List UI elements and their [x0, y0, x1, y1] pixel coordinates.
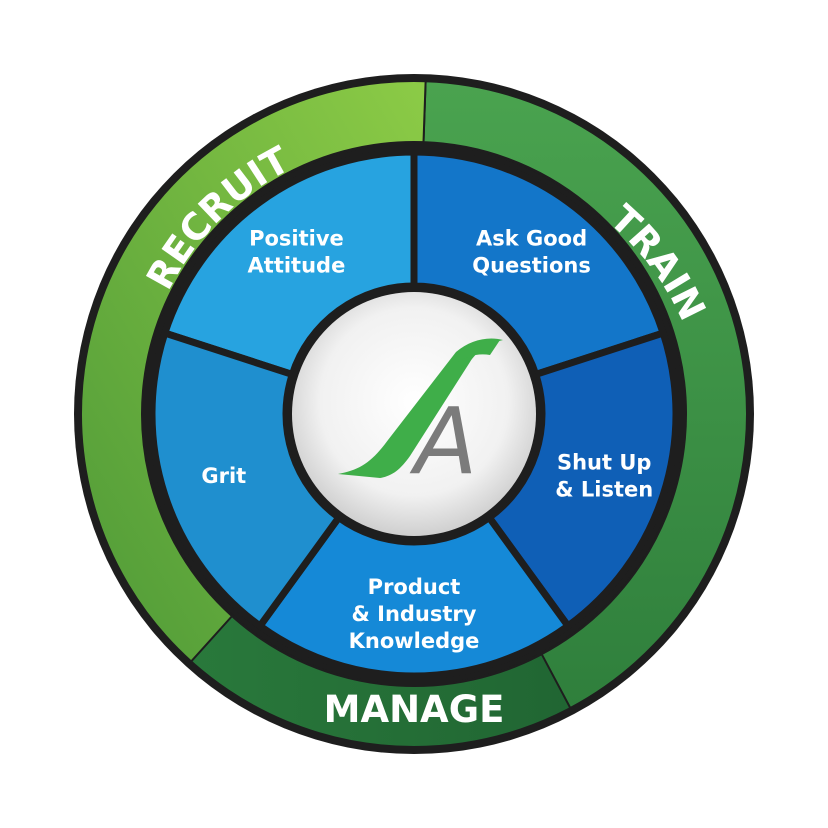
center-logo: A: [286, 286, 542, 542]
segment-label-line: Attitude: [248, 254, 346, 278]
segment-label-line: Questions: [472, 254, 591, 278]
segment-label-line: & Industry: [352, 602, 477, 626]
logo-green-stroke-icon: [338, 338, 503, 478]
logo-letter: A: [410, 388, 478, 495]
segment-label-line: & Listen: [555, 477, 653, 501]
segment-label-shut-up-listen: Shut Up & Listen: [555, 450, 653, 501]
segment-label-grit: Grit: [201, 464, 246, 488]
manage-label: MANAGE: [324, 688, 505, 731]
segment-label-line: Knowledge: [349, 629, 480, 653]
train-arc: [422, 80, 749, 710]
segment-label-line: Grit: [201, 464, 246, 488]
segment-label-line: Shut Up: [557, 450, 651, 474]
recruit-arc: [80, 80, 427, 663]
segment-label-line: Product: [368, 575, 461, 599]
cycle-ring: [80, 80, 749, 748]
segment-label-line: Positive: [249, 227, 344, 251]
segment-label-line: Ask Good: [476, 227, 587, 251]
logo-green-flag-icon: [452, 340, 500, 364]
